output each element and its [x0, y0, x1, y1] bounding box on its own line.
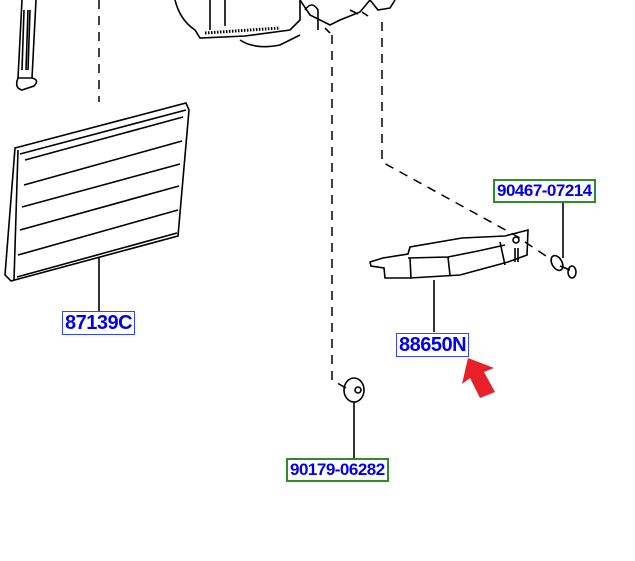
blower-unit-drawing [174, 0, 396, 48]
clip-drawing [550, 254, 577, 279]
highlight-arrow-icon [462, 358, 495, 398]
dashed-leaders [98, 0, 553, 389]
part-label-87139C[interactable]: 87139C [62, 311, 136, 335]
part-label-90467-07214[interactable]: 90467-07214 [493, 179, 596, 203]
grommet-drawing [343, 377, 365, 403]
air-filter-drawing [4, 102, 190, 282]
seal-strip-drawing [15, 0, 38, 91]
part-label-88650N[interactable]: 88650N [396, 333, 470, 357]
part-label-90179-06282[interactable]: 90179-06282 [286, 458, 389, 482]
sensor-bracket-drawing [369, 228, 529, 279]
